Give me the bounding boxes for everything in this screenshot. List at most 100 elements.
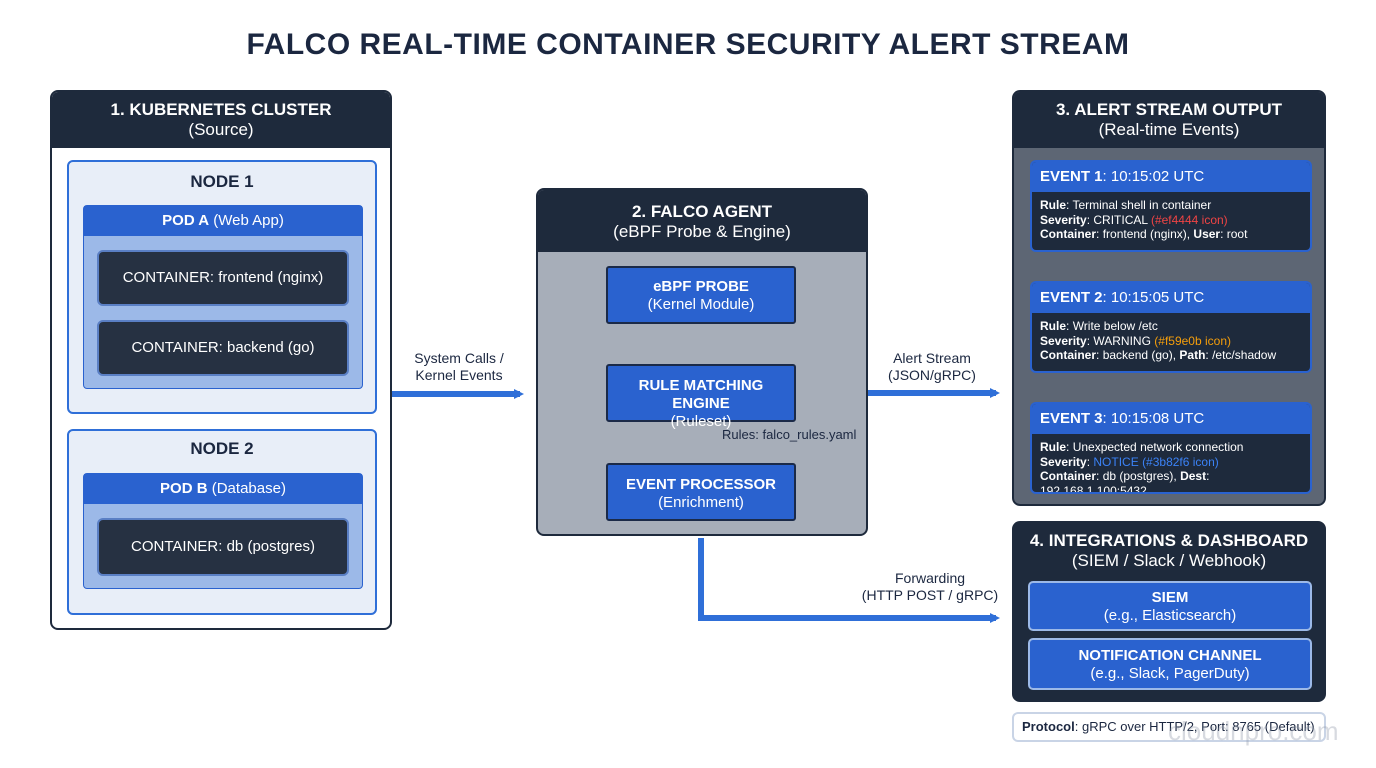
event-3-extra: 192.168.1.100:5432 — [1040, 483, 1147, 494]
event-3-severity-key: Severity — [1040, 454, 1087, 469]
alert-stream-line1: Alert Stream — [893, 350, 971, 366]
forwarding-line1: Forwarding — [894, 570, 966, 586]
event-processor-box[interactable]: EVENT PROCESSOR (Enrichment) — [606, 463, 796, 521]
event-1-rule-key: Rule — [1040, 198, 1067, 212]
pod-b-name: POD B — [160, 480, 208, 497]
event-3-severity-icon: (#3b82f6 icon) — [1142, 454, 1219, 469]
node-1: NODE 1 POD A (Web App) CONTAINER: fronte… — [67, 160, 377, 414]
event-card-3[interactable]: EVENT 3: 10:15:08 UTC Rule: Unexpected n… — [1030, 402, 1312, 494]
event-processor-title: EVENT PROCESSOR — [625, 476, 777, 493]
event-2-rule-key: Rule — [1040, 319, 1067, 333]
pod-a-header: POD A (Web App) — [84, 206, 362, 236]
event-1-body: Rule: Terminal shell in container Severi… — [1040, 198, 1248, 241]
pod-b-header: POD B (Database) — [84, 474, 362, 504]
watermark: cloudnpro.com — [1168, 716, 1339, 746]
event-2-container-key: Container — [1040, 348, 1097, 362]
integrations-heading: 4. INTEGRATIONS & DASHBOARD — [1029, 531, 1309, 550]
event-3-extra-key: Dest — [1180, 469, 1207, 483]
protocol-key: Protocol — [1022, 719, 1075, 734]
event-2-extra: /etc/shadow — [1212, 348, 1277, 362]
syscalls-label-line2: Kernel Events — [415, 367, 503, 383]
event-1-severity-key: Severity — [1040, 212, 1087, 227]
event-1-extra-key: User — [1193, 227, 1221, 241]
pod-a-desc: (Web App) — [213, 212, 284, 229]
output-heading: 3. ALERT STREAM OUTPUT — [1055, 100, 1283, 119]
notification-box[interactable]: NOTIFICATION CHANNEL (e.g., Slack, Pager… — [1028, 638, 1312, 690]
event-2-extra-key: Path — [1179, 348, 1206, 362]
event-1-header: EVENT 1: 10:15:02 UTC — [1032, 162, 1310, 192]
event-1-severity-icon: (#ef4444 icon) — [1150, 212, 1228, 227]
forwarding-arrow — [698, 538, 1000, 623]
event-1-severity: CRITICAL — [1093, 212, 1148, 227]
output-header: 3. ALERT STREAM OUTPUT (Real-time Events… — [1014, 92, 1324, 148]
page-title: FALCO REAL-TIME CONTAINER SECURITY ALERT… — [246, 28, 1130, 61]
event-2-body: Rule: Write below /etc Severity: WARNING… — [1040, 319, 1277, 362]
syscalls-label: System Calls / Kernel Events — [400, 350, 518, 384]
integrations-header: 4. INTEGRATIONS & DASHBOARD (SIEM / Slac… — [1014, 523, 1324, 579]
forwarding-label: Forwarding (HTTP POST / gRPC) — [856, 570, 1004, 604]
event-3-label: EVENT 3 — [1040, 410, 1103, 427]
integrations-panel: 4. INTEGRATIONS & DASHBOARD (SIEM / Slac… — [1012, 521, 1326, 702]
siem-box[interactable]: SIEM (e.g., Elasticsearch) — [1028, 581, 1312, 631]
event-1-label: EVENT 1 — [1040, 168, 1103, 185]
integrations-subheading: (SIEM / Slack / Webhook) — [1071, 551, 1267, 570]
event-1-container-key: Container — [1040, 227, 1097, 241]
event-card-2[interactable]: EVENT 2: 10:15:05 UTC Rule: Write below … — [1030, 281, 1312, 373]
syscalls-label-line1: System Calls / — [414, 350, 504, 366]
siem-title: SIEM — [1151, 589, 1189, 606]
ebpf-probe-sub: (Kernel Module) — [647, 296, 755, 313]
protocol-text: : gRPC over HTTP/2, Port: 8765 (Default) — [1074, 719, 1315, 734]
event-1-container: frontend (nginx) — [1102, 227, 1187, 241]
event-1-extra: root — [1226, 227, 1248, 241]
event-2-rule: Write below /etc — [1072, 319, 1158, 333]
rule-engine-box[interactable]: RULE MATCHING ENGINE (Ruleset) — [606, 364, 796, 430]
alert-stream-line2: (JSON/gRPC) — [888, 367, 976, 383]
container-frontend[interactable]: CONTAINER: frontend (nginx) — [97, 250, 349, 306]
event-2-severity-key: Severity — [1040, 333, 1087, 348]
event-3-rule-key: Rule — [1040, 440, 1067, 454]
event-3-header: EVENT 3: 10:15:08 UTC — [1032, 404, 1310, 434]
alert-stream-label: Alert Stream (JSON/gRPC) — [872, 350, 992, 384]
node-2-title: NODE 2 — [190, 439, 254, 458]
rules-file-label: Rules: falco_rules.yaml — [722, 427, 857, 442]
event-3-rule: Unexpected network connection — [1072, 440, 1244, 454]
event-3-body: Rule: Unexpected network connection Seve… — [1032, 434, 1310, 494]
agent-heading: 2. FALCO AGENT — [631, 202, 773, 221]
event-2-container: backend (go) — [1102, 348, 1173, 362]
event-3-time: : 10:15:08 UTC — [1102, 410, 1205, 427]
rule-engine-title: RULE MATCHING ENGINE — [638, 377, 764, 412]
cluster-heading: 1. KUBERNETES CLUSTER — [110, 100, 332, 119]
event-card-1[interactable]: EVENT 1: 10:15:02 UTC Rule: Terminal she… — [1030, 160, 1312, 252]
cluster-header: 1. KUBERNETES CLUSTER (Source) — [52, 92, 390, 148]
rule-engine-sub: (Ruleset) — [670, 413, 732, 430]
pod-a-name: POD A — [162, 212, 210, 229]
pod-b-desc: (Database) — [211, 480, 286, 497]
agent-header: 2. FALCO AGENT (eBPF Probe & Engine) — [538, 190, 866, 252]
output-subheading: (Real-time Events) — [1098, 120, 1240, 139]
node-1-title: NODE 1 — [190, 172, 254, 191]
event-2-header: EVENT 2: 10:15:05 UTC — [1032, 283, 1310, 313]
alert-output-panel: 3. ALERT STREAM OUTPUT (Real-time Events… — [1012, 90, 1326, 506]
agent-subheading: (eBPF Probe & Engine) — [613, 222, 791, 241]
container-db[interactable]: CONTAINER: db (postgres) — [97, 518, 349, 576]
event-2-severity: WARNING — [1093, 333, 1151, 348]
event-1-rule: Terminal shell in container — [1072, 198, 1212, 212]
notification-sub: (e.g., Slack, PagerDuty) — [1090, 665, 1250, 682]
ebpf-probe-box[interactable]: eBPF PROBE (Kernel Module) — [606, 266, 796, 324]
pod-a: POD A (Web App) CONTAINER: frontend (ngi… — [83, 205, 363, 389]
event-2-label: EVENT 2 — [1040, 289, 1103, 306]
node-2: NODE 2 POD B (Database) CONTAINER: db (p… — [67, 429, 377, 615]
pod-b: POD B (Database) CONTAINER: db (postgres… — [83, 473, 363, 589]
notification-title: NOTIFICATION CHANNEL — [1078, 647, 1262, 664]
event-1-time: : 10:15:02 UTC — [1102, 168, 1205, 185]
kubernetes-cluster-panel: 1. KUBERNETES CLUSTER (Source) NODE 1 PO… — [50, 90, 392, 630]
event-processor-sub: (Enrichment) — [658, 494, 744, 511]
container-backend[interactable]: CONTAINER: backend (go) — [97, 320, 349, 376]
event-3-container-key: Container — [1040, 469, 1097, 483]
event-3-container: db (postgres) — [1102, 469, 1174, 483]
event-3-severity: NOTICE — [1093, 454, 1139, 469]
forwarding-line2: (HTTP POST / gRPC) — [861, 587, 999, 603]
cluster-subheading: (Source) — [188, 120, 254, 139]
event-2-time: : 10:15:05 UTC — [1102, 289, 1205, 306]
siem-sub: (e.g., Elasticsearch) — [1103, 607, 1237, 624]
